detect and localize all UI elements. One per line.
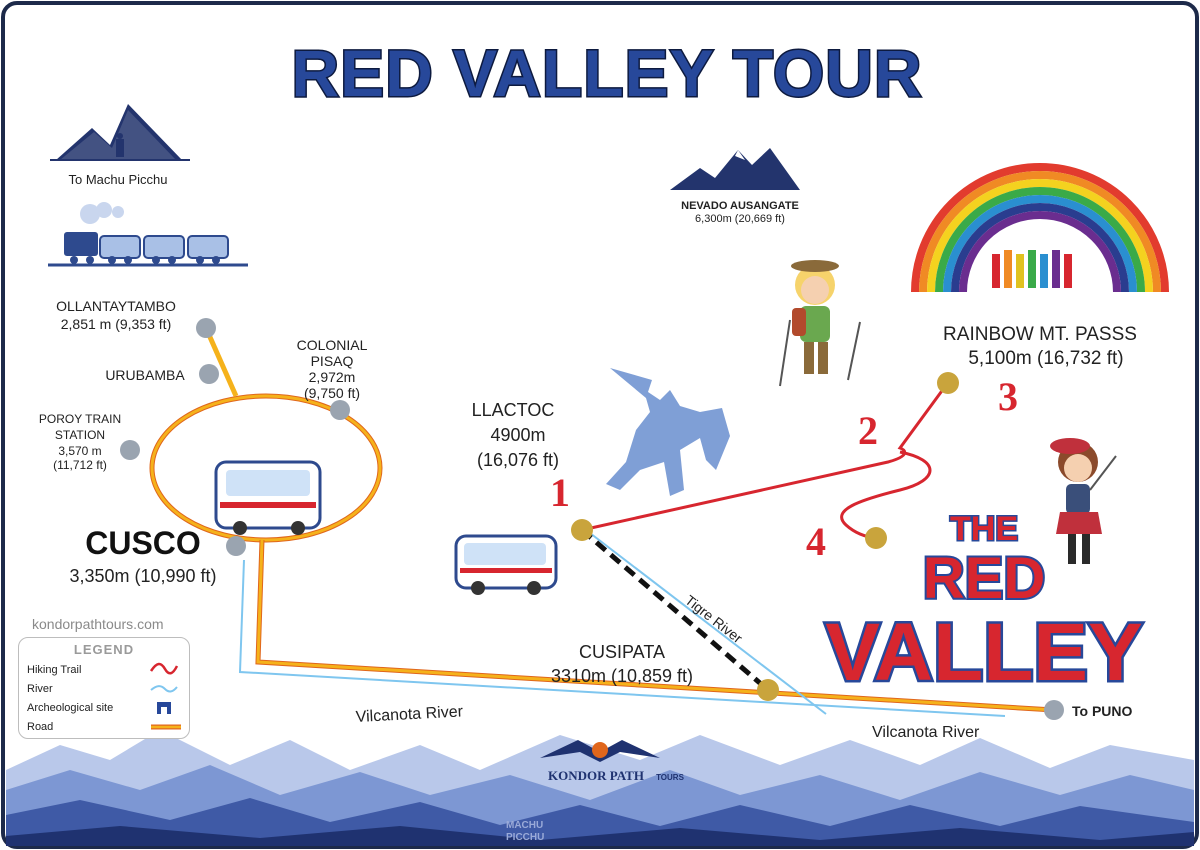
waypoint-2: 2 <box>858 408 878 453</box>
vilcanota-river-label-1: Vilcanota River <box>355 703 464 726</box>
red-valley-sign: THE RED VALLEY <box>823 509 1145 701</box>
waypoint-1: 1 <box>550 470 570 515</box>
rainbow-icon <box>911 163 1169 293</box>
cusco-marker <box>226 536 246 556</box>
legend: LEGEND Hiking Trail River Archeological … <box>18 637 190 739</box>
horse-rider-icon <box>606 368 730 496</box>
cusipata-marker <box>757 679 779 701</box>
legend-label-river: River <box>27 683 53 695</box>
poroy-line1: POROY TRAIN <box>39 412 121 426</box>
urubamba-name: URUBAMBA <box>105 367 185 383</box>
train-icon <box>48 202 248 267</box>
ausangate-name: NEVADO AUSANGATE <box>681 200 799 212</box>
ollantaytambo-marker <box>196 318 216 338</box>
waypoint-4: 4 <box>806 519 826 564</box>
hiking-trail-symbol <box>149 662 179 675</box>
cusipata-elevation: 3310m (10,859 ft) <box>551 666 693 686</box>
llactoc-name: LLACTOC <box>472 400 555 420</box>
machu-picchu-label: To Machu Picchu <box>69 172 168 187</box>
puno-marker <box>1044 700 1064 720</box>
legend-row-river: River <box>27 683 53 695</box>
bus-icon <box>454 534 558 595</box>
rainbow-pass-elevation: 5,100m (16,732 ft) <box>968 348 1123 369</box>
mountain-range-footer <box>6 730 1194 846</box>
legend-row-archeological: Archeological site <box>27 702 113 714</box>
website-label: kondorpathtours.com <box>32 616 164 632</box>
ollantaytambo-name: OLLANTAYTAMBO <box>56 298 176 314</box>
pisaq-line1: COLONIAL <box>297 337 368 353</box>
llactoc-marker <box>571 519 593 541</box>
poroy-line2: STATION <box>55 428 105 442</box>
urubamba-marker <box>199 364 219 384</box>
selfie-girl-icon <box>1050 438 1117 564</box>
ausangate-elevation: 6,300m (20,669 ft) <box>695 213 785 225</box>
logo-suffix: TOURS <box>656 773 685 782</box>
puno-name: To PUNO <box>1072 703 1133 719</box>
red-valley-marker <box>865 527 887 549</box>
road-network <box>149 326 1055 713</box>
cusipata-name: CUSIPATA <box>579 642 665 662</box>
mountain-range-icon <box>670 148 800 190</box>
ollantaytambo-elevation: 2,851 m (9,353 ft) <box>61 316 172 332</box>
legend-title: LEGEND <box>73 642 135 657</box>
hiking-trail <box>581 387 946 540</box>
trek-path <box>580 528 770 692</box>
legend-label-archeological: Archeological site <box>27 702 114 714</box>
logo-sub1: MACHU <box>506 820 543 831</box>
pisaq-marker <box>330 400 350 420</box>
cusco-name: CUSCO <box>85 525 201 561</box>
llactoc-elevation-m: 4900m <box>490 425 545 445</box>
dancers-icon <box>992 250 1072 288</box>
pisaq-line2: PISAQ <box>311 353 354 369</box>
hiker-icon <box>779 260 861 387</box>
archeological-site-icon <box>157 702 171 714</box>
poroy-line3: 3,570 m <box>58 444 101 458</box>
red-valley-sign-line1: THE <box>950 510 1018 548</box>
legend-label-road: Road <box>27 721 54 733</box>
legend-label-hiking: Hiking Trail <box>27 664 82 676</box>
river-network <box>238 529 1006 717</box>
logo-brand: KONDOR PATH <box>548 768 644 783</box>
rainbow-pass-name: RAINBOW MT. PASSS <box>943 324 1137 345</box>
pisaq-line3: 2,972m <box>309 369 356 385</box>
logo-sub2: PICCHU <box>506 832 544 843</box>
poroy-marker <box>120 440 140 460</box>
rainbow-pass-marker <box>937 372 959 394</box>
pisaq-line4: (9,750 ft) <box>304 385 360 401</box>
mountain-llama-icon <box>50 104 190 161</box>
legend-row-hiking: Hiking Trail <box>27 664 81 676</box>
bus-icon <box>214 460 322 535</box>
cusco-elevation: 3,350m (10,990 ft) <box>69 566 216 586</box>
poroy-line4: (11,712 ft) <box>53 458 107 472</box>
kondor-path-logo <box>540 740 660 762</box>
red-valley-sign-line2: RED <box>923 546 1045 611</box>
map-title: RED VALLEY TOUR <box>291 36 922 110</box>
waypoint-3: 3 <box>998 374 1018 419</box>
legend-row-road: Road <box>27 721 53 733</box>
vilcanota-river-label-2: Vilcanota River <box>872 724 980 741</box>
llactoc-elevation-ft: (16,076 ft) <box>477 450 559 470</box>
road-symbol <box>151 724 181 730</box>
red-valley-sign-line3: VALLEY <box>825 607 1142 698</box>
river-symbol <box>150 685 178 693</box>
